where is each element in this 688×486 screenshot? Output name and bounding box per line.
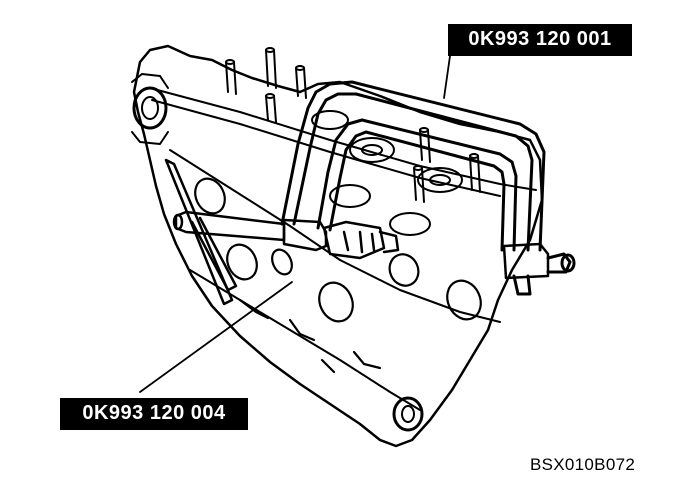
tool-label-adapter: 0K993 120 004 (60, 398, 248, 430)
valve-spring-compressor-frame (280, 80, 576, 296)
compressor-adapter (164, 158, 400, 306)
bottom-boss (392, 396, 424, 432)
valve-pockets (311, 110, 463, 236)
figure-code: BSX010B072 (530, 455, 636, 474)
studs (225, 47, 481, 203)
front-ports (194, 177, 482, 374)
tool-label-compressor: 0K993 120 001 (448, 24, 632, 56)
left-port (131, 73, 169, 145)
cylinder-head (132, 44, 544, 448)
